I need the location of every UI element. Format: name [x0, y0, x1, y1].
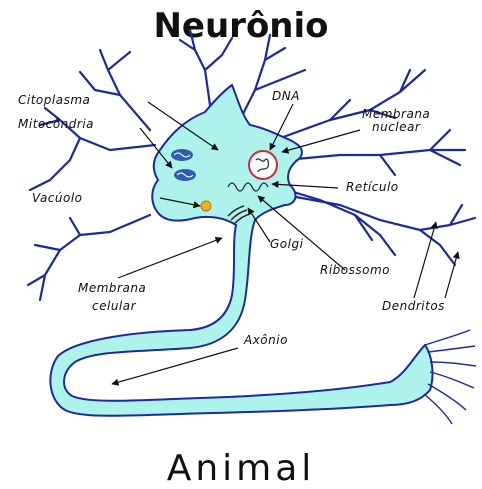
label-dendritos: Dendritos [382, 299, 445, 313]
label-vacuolo: Vacúolo [32, 191, 83, 205]
diagram-subtitle: Animal [0, 448, 482, 489]
label-dna: DNA [272, 89, 300, 103]
label-golgi: Golgi [270, 237, 304, 251]
label-membrana-celular-2: celular [92, 299, 137, 313]
label-membrana-celular-1: Membrana [78, 281, 146, 295]
vacuole [201, 201, 211, 211]
nucleus [249, 151, 277, 179]
label-membrana-nuclear-2: nuclear [372, 120, 421, 134]
label-axonio: Axônio [243, 333, 288, 347]
label-reticulo: Retículo [346, 180, 399, 194]
label-mitocondria: Mitocôndria [18, 117, 94, 131]
label-membrana-nuclear-1: Membrana [362, 107, 430, 121]
label-ribossomo: Ribossomo [320, 263, 390, 277]
label-citoplasma: Citoplasma [18, 93, 90, 107]
cell-body [50, 85, 476, 424]
